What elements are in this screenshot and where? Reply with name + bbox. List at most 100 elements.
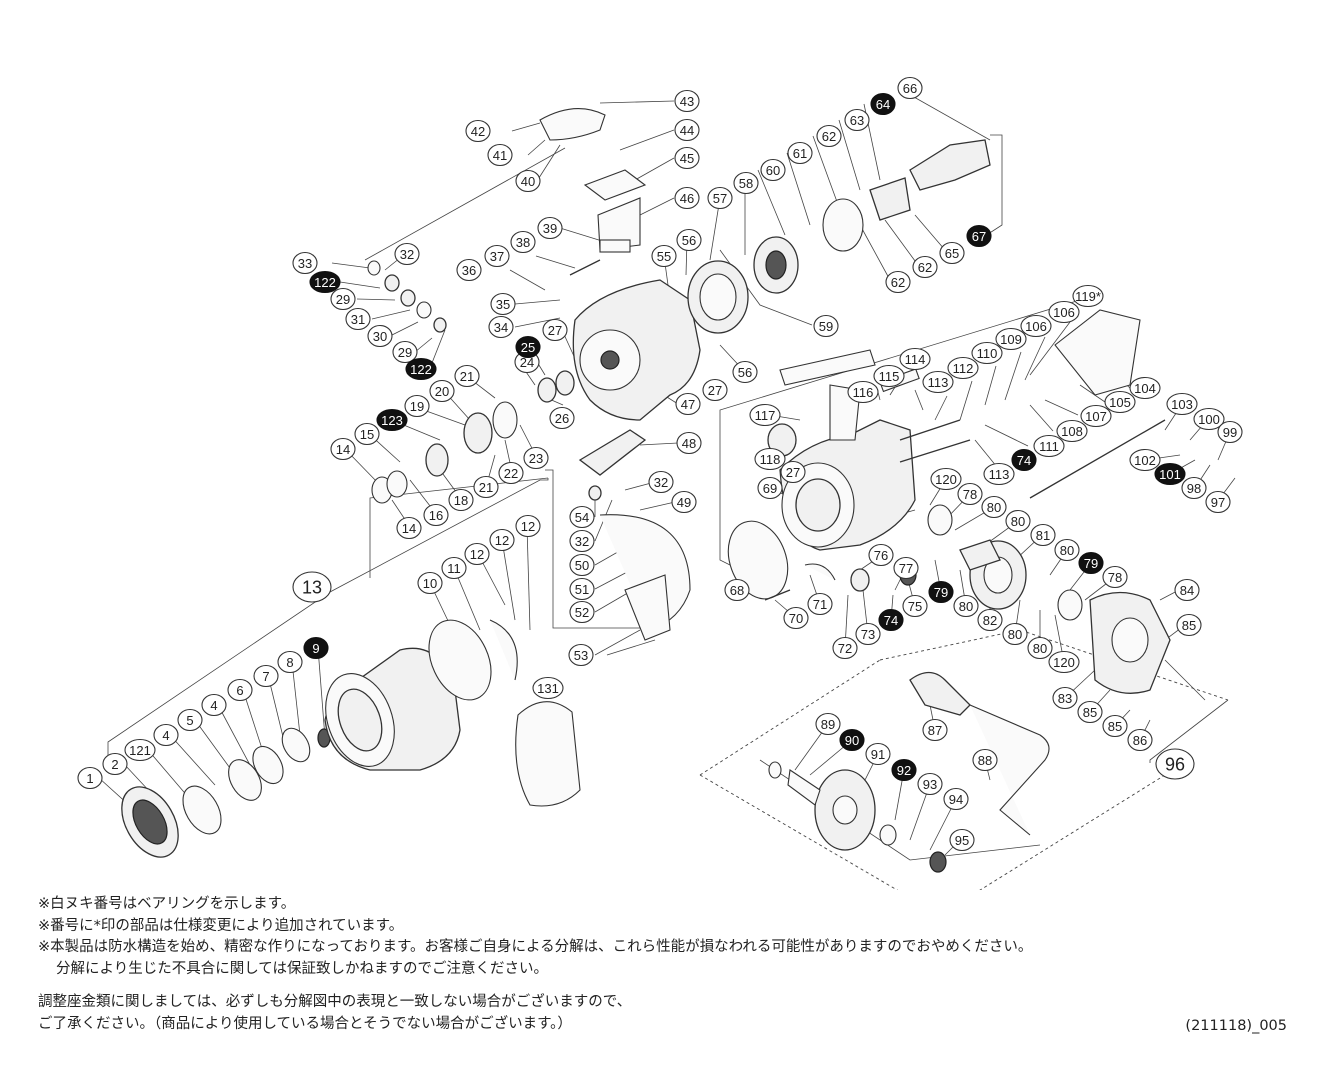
callout-99: 99 (1217, 420, 1243, 444)
callout-bubble (488, 315, 514, 339)
callout-bubble (292, 251, 318, 275)
callout-93: 93 (917, 772, 943, 796)
callout-label: 70 (789, 611, 803, 626)
callout-label: 32 (400, 247, 414, 262)
callout-label: 46 (680, 191, 694, 206)
callout-bubble (674, 146, 700, 170)
callout-label: 53 (574, 648, 588, 663)
callout-bubble (1054, 538, 1080, 562)
callout-label: 72 (838, 641, 852, 656)
callout-label: 8 (286, 655, 293, 670)
callout-label: 64 (876, 97, 890, 112)
callout-8: 8 (277, 650, 303, 674)
callout-70: 70 (783, 606, 809, 630)
callout-label: 51 (575, 582, 589, 597)
callout-bubble (569, 577, 595, 601)
callout-label: 50 (575, 558, 589, 573)
callout-label: 56 (682, 233, 696, 248)
callout-label: 41 (493, 148, 507, 163)
callout-bubble (972, 748, 998, 772)
callout-bubble (1176, 613, 1202, 637)
callout-label: 116 (853, 385, 874, 400)
callout-bubble (676, 228, 702, 252)
callout-18: 18 (448, 488, 474, 512)
callout-label: 80 (987, 500, 1001, 515)
callout-bubble (569, 600, 595, 624)
callout-105: 105 (1104, 390, 1136, 414)
callout-label: 11 (447, 561, 461, 576)
callout-bubble (417, 571, 443, 595)
callout-label: 78 (1108, 570, 1122, 585)
callout-label: 68 (730, 583, 744, 598)
callout-bubble (983, 462, 1015, 486)
callout-label: 78 (963, 487, 977, 502)
callout-bubble (1027, 636, 1053, 660)
callout-label: 45 (680, 151, 694, 166)
callout-label: 80 (1033, 641, 1047, 656)
callout-45: 45 (674, 146, 700, 170)
callout-bubble (899, 347, 931, 371)
callout-bubble (971, 341, 1003, 365)
callout-50: 50 (569, 553, 595, 577)
callout-bubble (949, 828, 975, 852)
callout-72: 72 (832, 636, 858, 660)
callout-bubble (510, 230, 536, 254)
callout-100: 100 (1193, 407, 1225, 431)
callout-bubble (456, 258, 482, 282)
callout-122: 122 (405, 357, 437, 381)
callout-bubble (490, 292, 516, 316)
callout-label: 131 (537, 681, 559, 696)
callout-bubble (354, 422, 380, 446)
callout-bubble (671, 490, 697, 514)
callout-bubble (429, 379, 455, 403)
callout-4: 4 (201, 693, 227, 717)
callout-label: 100 (1198, 412, 1220, 427)
callout-bubble (487, 143, 513, 167)
callout-label: 5 (186, 713, 193, 728)
callout-bubble (1011, 448, 1037, 472)
callout-bubble (1155, 748, 1195, 780)
callout-80: 80 (1002, 622, 1028, 646)
callout-bubble (292, 571, 332, 603)
callout-74: 74 (1011, 448, 1037, 472)
callout-bubble (807, 592, 833, 616)
callout-label: 43 (680, 94, 694, 109)
callout-bubble (77, 766, 103, 790)
callout-21: 21 (454, 364, 480, 388)
callout-80: 80 (1005, 509, 1031, 533)
callout-32: 32 (394, 242, 420, 266)
callout-label: 61 (793, 146, 807, 161)
callout-59: 59 (813, 314, 839, 338)
callout-2: 2 (102, 752, 128, 776)
callout-bubble (537, 216, 563, 240)
callout-label: 103 (1171, 397, 1193, 412)
callout-bubble (707, 186, 733, 210)
callout-26: 26 (549, 406, 575, 430)
callout-label: 88 (978, 753, 992, 768)
callout-bubble (1077, 700, 1103, 724)
callout-10: 10 (417, 571, 443, 595)
callout-bubble (815, 712, 841, 736)
callout-label: 114 (905, 352, 926, 367)
callout-103: 103 (1166, 392, 1198, 416)
callout-bubble (549, 406, 575, 430)
callout-bubble (1033, 434, 1065, 458)
callout-27: 27 (542, 318, 568, 342)
callout-label: 98 (1187, 481, 1201, 496)
callout-label: 42 (471, 124, 485, 139)
callout-label: 55 (657, 249, 671, 264)
body-housing-part (779, 349, 916, 551)
callout-bubble (897, 76, 923, 100)
callout-label: 62 (918, 260, 932, 275)
callout-29: 29 (330, 287, 356, 311)
callout-53: 53 (568, 643, 594, 667)
callout-101: 101 (1154, 462, 1186, 486)
callout-37: 37 (484, 244, 510, 268)
bail-arm-part (578, 429, 647, 476)
callout-label: 58 (739, 176, 753, 191)
callout-46: 46 (674, 186, 700, 210)
callout-label: 108 (1061, 424, 1083, 439)
callout-60: 60 (760, 158, 786, 182)
callout-label: 106 (1053, 305, 1075, 320)
